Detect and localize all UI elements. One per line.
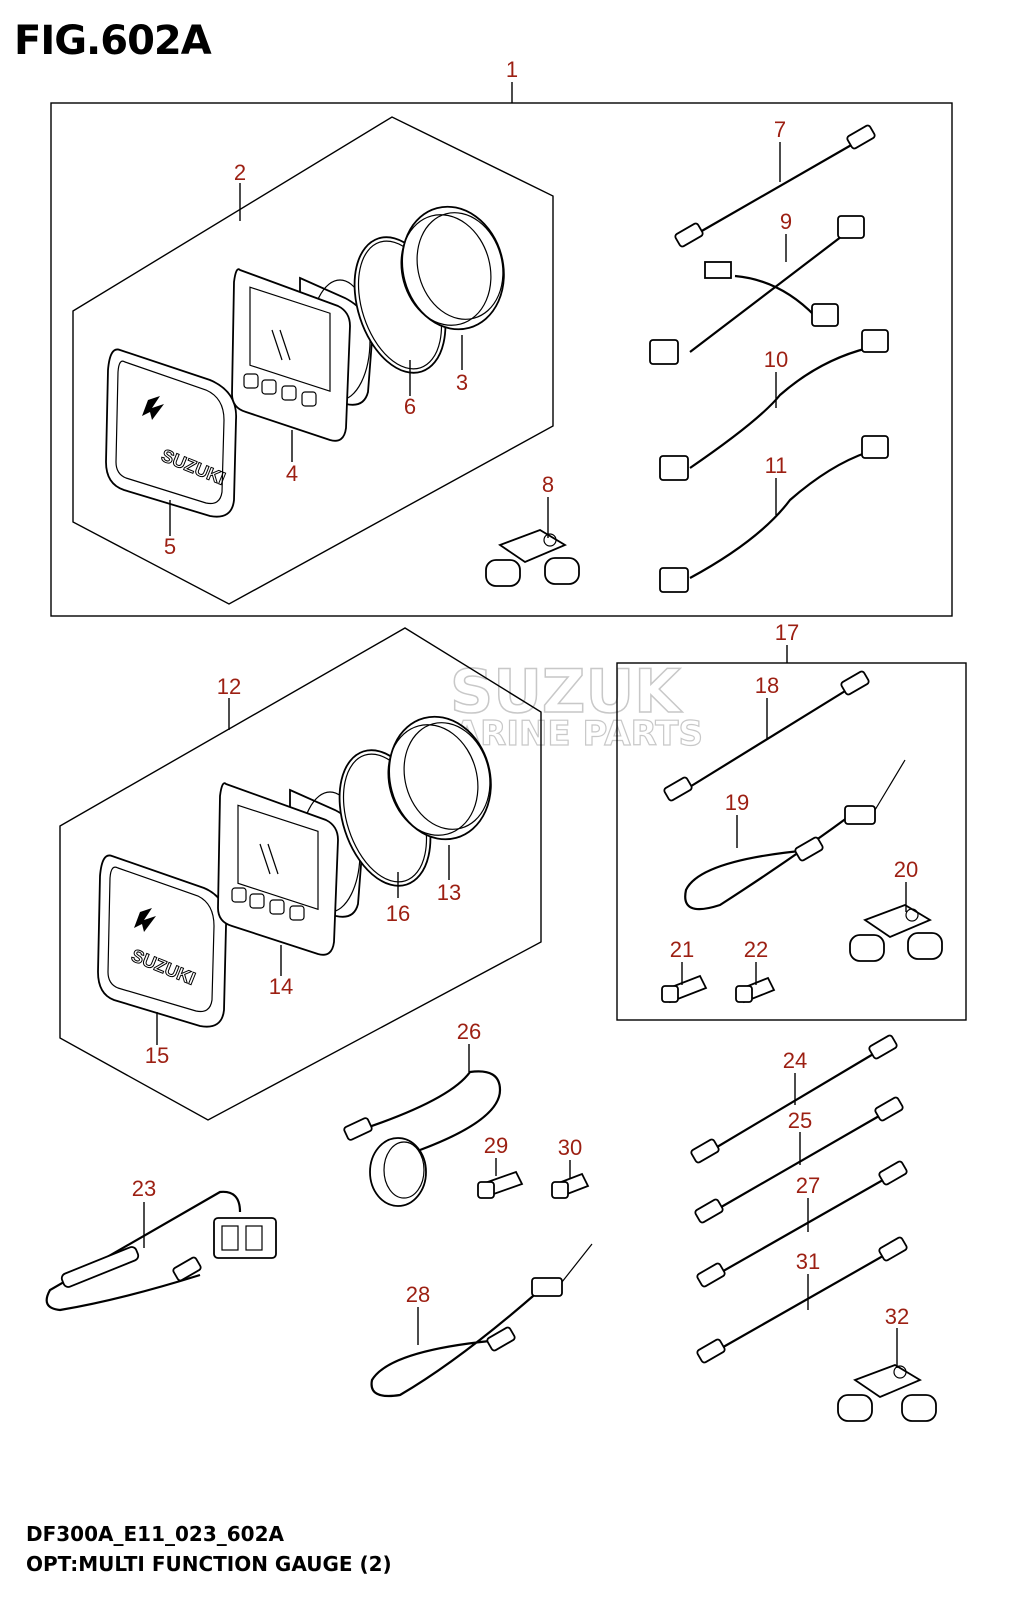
callout-15: 15 [145,1043,169,1068]
cable-part-28 [370,1243,593,1398]
callout-20: 20 [894,857,918,882]
cable-part-25 [694,1096,904,1224]
watermark-line1: SUZUK [450,657,683,727]
callout-11: 11 [765,453,788,478]
callout-5: 5 [164,534,176,559]
cable-part-19 [684,759,906,911]
callout-32: 32 [885,1304,909,1329]
callout-9: 9 [780,209,792,234]
callout-3: 3 [456,370,468,395]
callout-19: 19 [725,790,749,815]
terminator-part-22 [735,976,776,1004]
cable-part-18 [663,670,870,802]
callout-31: 31 [796,1249,820,1274]
terminator-part-21 [661,974,708,1004]
harness-part-9 [649,215,865,365]
harness-part-23 [45,1190,277,1312]
figure-title: FIG.602A [14,18,212,64]
bezel-part-15: SUZUKI [97,854,227,1028]
tee-connector-part-32 [837,1364,937,1422]
callout-12: 12 [217,674,241,699]
callout-28: 28 [406,1282,430,1307]
callout-4: 4 [286,461,298,486]
cable-part-24 [690,1034,898,1164]
callout-24: 24 [783,1048,807,1073]
callout-7: 7 [774,117,786,142]
terminator-part-30 [551,1172,590,1199]
callout-16: 16 [386,901,410,926]
harness-part-11 [659,435,889,593]
leader-lines [143,142,907,1368]
diagram-code: DF300A_E11_023_602A [26,1522,284,1546]
terminator-part-29 [477,1170,524,1199]
kit-1-frame [50,102,953,617]
callout-27: 27 [796,1173,820,1198]
harness-part-10 [659,329,889,481]
callout-17: 17 [775,620,799,645]
callout-29: 29 [484,1133,508,1158]
cable-part-7 [674,124,876,248]
watermark: SUZUK MARINE PARTS [419,656,703,754]
cable-part-31 [696,1236,908,1364]
tee-connector-part-8 [485,529,580,587]
callout-2: 2 [234,160,246,185]
gauge-body-part-4 [231,268,373,442]
sensor-part-26 [343,1070,502,1207]
diagram-caption: OPT:MULTI FUNCTION GAUGE (2) [26,1552,392,1576]
nut-part-13 [387,715,492,841]
callout-13: 13 [437,880,461,905]
callout-10: 10 [764,347,788,372]
nut-part-3 [400,205,505,331]
callout-14: 14 [269,974,293,999]
callout-21: 21 [670,937,694,962]
gauge-12-frame [59,627,542,1121]
callout-23: 23 [132,1176,156,1201]
kit-17-frame [616,662,967,1021]
bezel-part-5: SUZUKI [105,348,237,518]
callout-25: 25 [788,1108,812,1133]
cable-part-27 [696,1160,908,1288]
callout-18: 18 [755,673,779,698]
tee-connector-part-20 [849,904,943,962]
callout-1: 1 [506,57,518,82]
callout-labels: 1 2 3 4 5 6 7 8 9 10 11 12 13 14 15 16 1… [132,57,918,1329]
gauge-2-frame [72,116,554,605]
callout-6: 6 [404,394,416,419]
callout-30: 30 [558,1135,582,1160]
callout-22: 22 [744,937,768,962]
callout-26: 26 [457,1019,481,1044]
callout-8: 8 [542,472,554,497]
